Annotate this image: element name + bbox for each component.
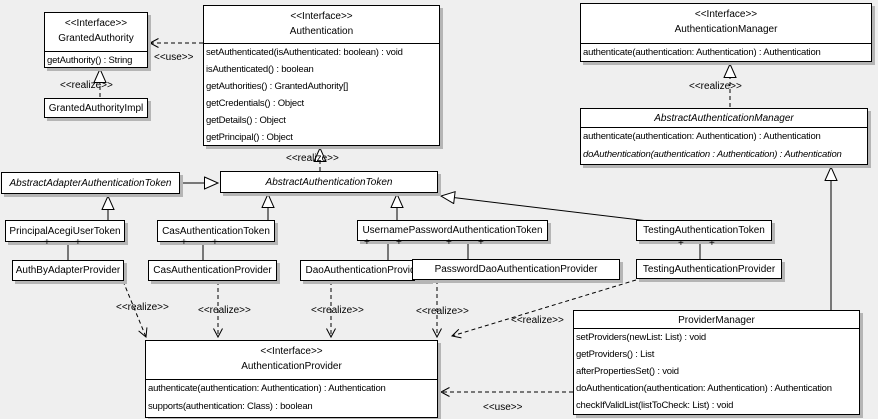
realize-label: <<realize>> — [198, 305, 251, 316]
class-testing-authentication-token[interactable]: TestingAuthenticationToken — [636, 220, 772, 241]
class-name: AuthenticationProvider — [241, 361, 342, 372]
gen-testingauthenticationtoken-to-abstractauthenticationtoken — [441, 196, 649, 222]
class-name: UsernamePasswordAuthenticationToken — [362, 225, 543, 236]
realize-label: <<realize>> — [286, 153, 339, 164]
class-cas-authentication-provider[interactable]: CasAuthenticationProvider — [148, 260, 277, 281]
multiplicity-plus: + — [678, 238, 684, 249]
class-name: AbstractAuthenticationToken — [265, 176, 393, 188]
class-name: AuthByAdapterProvider — [15, 265, 121, 276]
class-auth-by-adapter-provider[interactable]: AuthByAdapterProvider — [12, 260, 124, 281]
class-testing-authentication-provider[interactable]: TestingAuthenticationProvider — [636, 259, 782, 279]
realize-label: <<realize>> — [689, 81, 742, 92]
class-name: GrantedAuthority — [58, 33, 134, 44]
method: authenticate(authentication: Authenticat… — [583, 131, 821, 142]
method: setProviders(newList: List) : void — [576, 332, 706, 343]
method: supports(authentication: Class) : boolea… — [148, 401, 313, 412]
multiplicity-plus: + — [44, 237, 50, 248]
class-name: PasswordDaoAuthenticationProvider — [434, 264, 598, 275]
realize-label: <<realize>> — [311, 305, 364, 316]
method: doAuthentication(authentication: Authent… — [576, 383, 832, 394]
method: setAuthenticated(isAuthenticated: boolea… — [206, 47, 403, 58]
multiplicity-plus: + — [709, 238, 715, 249]
class-dao-authentication-provider[interactable]: DaoAuthenticationProvider — [300, 260, 430, 281]
method: afterPropertiesSet() : void — [576, 366, 679, 377]
method: getDetails() : Object — [206, 115, 286, 126]
method: getProviders() : List — [576, 349, 655, 360]
use-label: <<use>> — [483, 402, 523, 413]
realize-label: <<realize>> — [416, 306, 469, 317]
class-granted-authority-impl[interactable]: GrantedAuthorityImpl — [44, 98, 148, 118]
class-name: CasAuthenticationToken — [162, 225, 270, 237]
class-authentication-provider[interactable]: <<Interface>> AuthenticationProvider aut… — [145, 340, 438, 418]
class-abstract-adapter-authentication-token[interactable]: AbstractAdapterAuthenticationToken — [1, 172, 180, 194]
class-name: AbstractAdapterAuthenticationToken — [9, 177, 172, 189]
class-name: CasAuthenticationProvider — [153, 265, 272, 276]
class-authentication[interactable]: <<Interface>> Authentication setAuthenti… — [203, 5, 440, 146]
class-name: TestingAuthenticationProvider — [642, 263, 776, 275]
method: getCredentials() : Object — [206, 98, 304, 109]
class-abstract-authentication-manager[interactable]: AbstractAuthenticationManager authentica… — [580, 108, 868, 165]
multiplicity-plus: + — [364, 237, 370, 248]
method: checkIfValidList(listToCheck: List) : vo… — [576, 400, 734, 411]
class-granted-authority[interactable]: <<Interface>> GrantedAuthority getAuthor… — [44, 12, 148, 68]
stereotype-interface: <<Interface>> — [64, 18, 128, 29]
class-name: AuthenticationManager — [674, 24, 778, 35]
class-name: PrincipalAcegiUserToken — [9, 225, 121, 237]
multiplicity-plus: + — [396, 237, 402, 248]
class-name: AbstractAuthenticationManager — [654, 113, 794, 124]
stereotype-interface: <<Interface>> — [290, 11, 353, 22]
multiplicity-plus: + — [478, 237, 484, 248]
class-principal-acegi-user-token[interactable]: PrincipalAcegiUserToken — [5, 220, 125, 242]
class-authentication-manager[interactable]: <<Interface>> AuthenticationManager auth… — [580, 3, 872, 62]
class-name: DaoAuthenticationProvider — [305, 265, 425, 276]
multiplicity-plus: + — [75, 237, 81, 248]
stereotype-interface: <<Interface>> — [260, 346, 323, 357]
class-name: TestingAuthenticationToken — [643, 225, 765, 236]
multiplicity-plus: + — [212, 237, 218, 248]
realize-label: <<realize>> — [60, 80, 113, 91]
method: isAuthenticated() : boolean — [206, 64, 314, 75]
method: authenticate(authentication: Authenticat… — [583, 47, 821, 58]
class-name: Authentication — [289, 26, 354, 37]
class-abstract-authentication-token[interactable]: AbstractAuthenticationToken — [220, 171, 438, 193]
class-provider-manager[interactable]: ProviderManager setProviders(newList: Li… — [573, 310, 860, 415]
stereotype-interface: <<Interface>> — [694, 9, 758, 20]
class-username-password-authentication-token[interactable]: UsernamePasswordAuthenticationToken — [357, 220, 548, 241]
method: getAuthority() : String — [47, 55, 133, 66]
multiplicity-plus: + — [446, 237, 452, 248]
realize-label: <<realize>> — [116, 302, 169, 313]
use-label: <<use>> — [154, 52, 194, 63]
realize-authbyadapterprovider-to-authenticationprovider — [122, 280, 148, 338]
class-name: GrantedAuthorityImpl — [48, 102, 144, 114]
class-name: ProviderManager — [678, 315, 755, 326]
method: authenticate(authentication: Authenticat… — [148, 383, 386, 394]
method: getAuthorities() : GrantedAuthority[] — [206, 81, 349, 92]
method-abstract: doAuthentication(authentication : Authen… — [583, 149, 842, 160]
method: getPrincipal() : Object — [206, 132, 293, 143]
multiplicity-plus: + — [181, 237, 187, 248]
class-cas-authentication-token[interactable]: CasAuthenticationToken — [157, 220, 275, 242]
class-password-dao-authentication-provider[interactable]: PasswordDaoAuthenticationProvider — [412, 259, 620, 280]
realize-label: <<realize>> — [511, 315, 564, 326]
